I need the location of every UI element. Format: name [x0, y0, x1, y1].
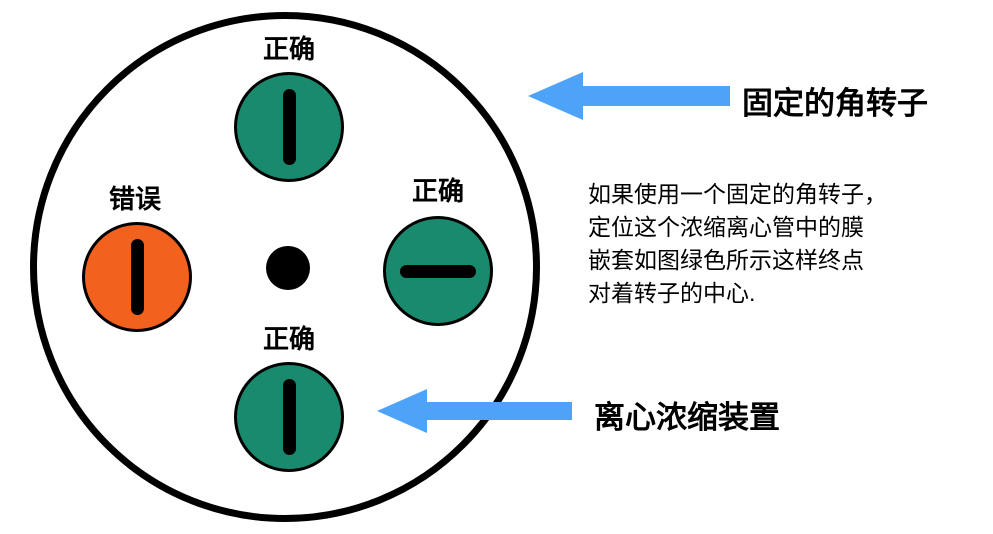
annotation-line: 嵌套如图绿色所示这样终点	[588, 247, 864, 273]
arrow-head-icon	[528, 72, 583, 120]
rotor-arrow	[528, 72, 730, 120]
tube-label-right: 正确	[411, 176, 464, 206]
annotation-line: 对着转子的中心.	[588, 280, 756, 306]
arrow-shaft	[427, 402, 572, 420]
tube-label-left: 错误	[108, 184, 161, 214]
membrane-bar-vertical	[282, 89, 296, 165]
membrane-bar-vertical	[130, 239, 144, 315]
tube-label-bottom: 正确	[262, 324, 315, 354]
tube-bottom-correct	[234, 362, 344, 472]
rotor-center-dot	[266, 246, 310, 290]
tube-right-correct	[383, 216, 493, 326]
device-callout-label: 离心浓缩装置	[594, 400, 780, 435]
annotation-line: 定位这个浓缩离心管中的膜	[588, 214, 864, 240]
rotor-callout-label: 固定的角转子	[742, 86, 928, 121]
annotation-text: 如果使用一个固定的角转子， 定位这个浓缩离心管中的膜 嵌套如图绿色所示这样终点 …	[588, 178, 908, 310]
tube-left-wrong	[82, 222, 192, 332]
membrane-bar-vertical	[282, 379, 296, 455]
arrow-shaft	[583, 86, 730, 106]
tube-top-correct	[234, 72, 344, 182]
arrow-head-icon	[377, 389, 427, 433]
annotation-line: 如果使用一个固定的角转子，	[588, 181, 887, 207]
membrane-bar-horizontal	[400, 264, 476, 278]
tube-label-top: 正确	[262, 34, 315, 64]
device-arrow	[377, 389, 572, 433]
